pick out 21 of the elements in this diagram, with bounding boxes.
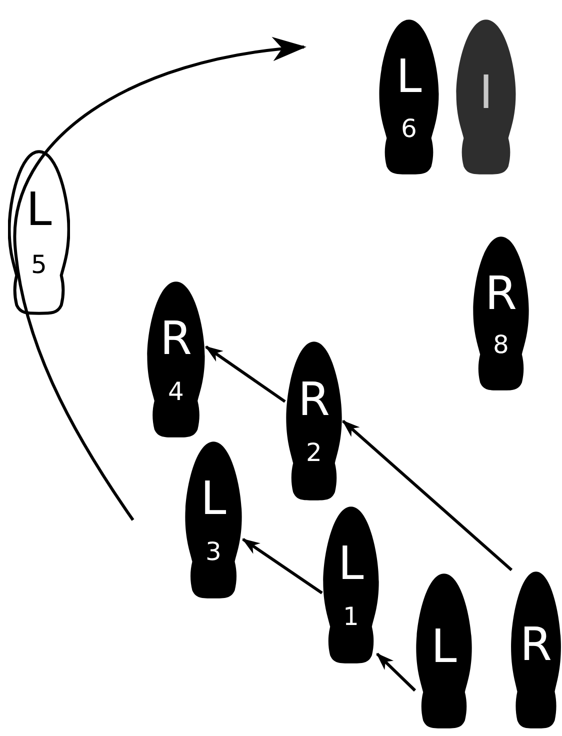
step-number: 3 — [206, 539, 222, 564]
step-number: 6 — [401, 116, 417, 141]
arrow — [342, 420, 513, 572]
foot-letter: L — [431, 622, 457, 669]
foot-letter: R — [485, 270, 517, 316]
step-number: 5 — [31, 252, 47, 278]
foot-letter: L — [338, 540, 364, 586]
arrow — [376, 652, 416, 692]
foot-letter: L — [26, 186, 52, 232]
arrow — [204, 346, 286, 403]
step-number: 2 — [306, 440, 322, 466]
step-number: 8 — [493, 332, 509, 358]
foot-letter: I — [479, 68, 493, 115]
foot-letter: L — [396, 52, 422, 99]
foot-letter: R — [520, 621, 552, 668]
foot-letter: R — [160, 314, 192, 361]
foot-letter: R — [298, 376, 330, 422]
step-number: 4 — [168, 378, 184, 404]
step-number: 1 — [343, 604, 359, 630]
arrow — [242, 538, 323, 594]
foot-letter: L — [200, 475, 226, 522]
